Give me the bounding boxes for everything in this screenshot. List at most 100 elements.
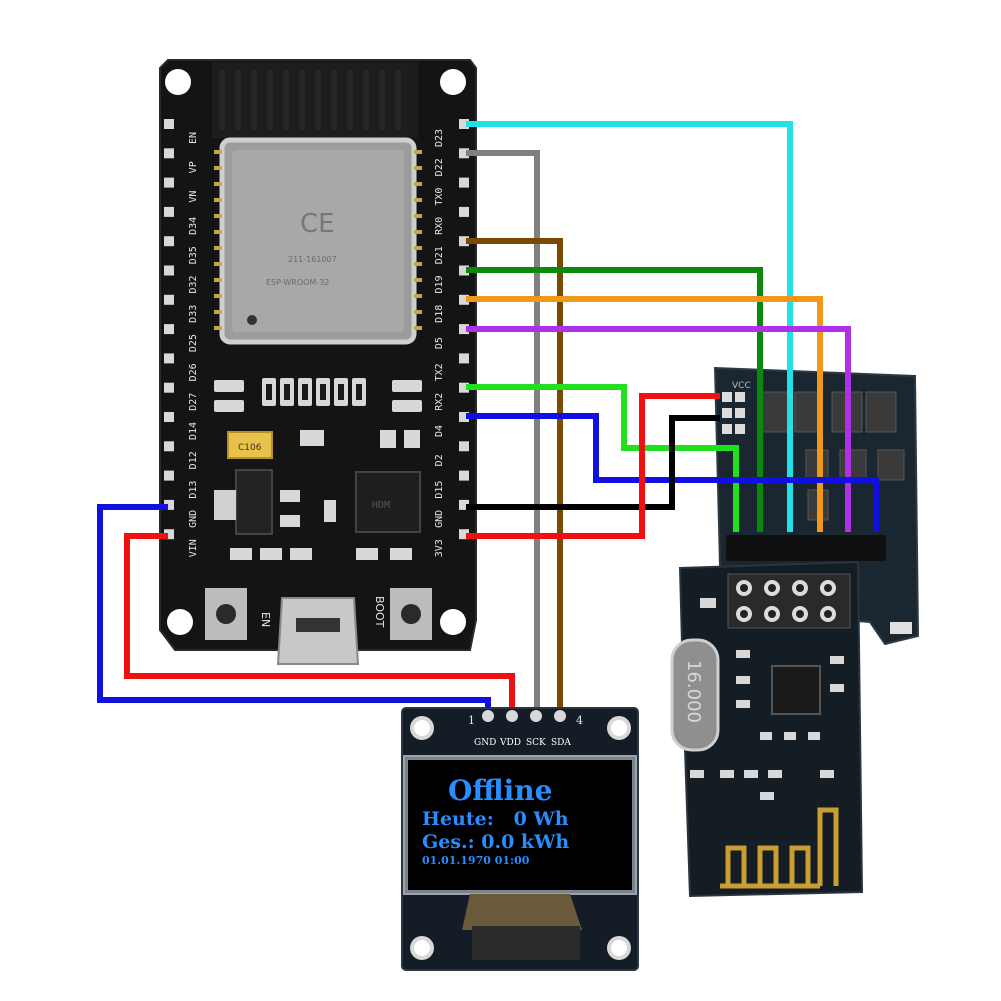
pin-pad xyxy=(164,206,174,217)
pin-pad xyxy=(459,470,469,481)
oled-pin-gnd: GND xyxy=(474,738,496,748)
esp32-right-pin-label: 3V3 xyxy=(434,539,445,557)
esp32-left-pin-label: D12 xyxy=(188,451,199,469)
pin-pad xyxy=(164,353,174,364)
pin-pad xyxy=(459,294,469,305)
esp32-left-pin-label: EN xyxy=(188,132,199,144)
capacitor-label: C106 xyxy=(238,443,262,453)
oled-pin-number-1: 1 xyxy=(468,714,475,727)
wire-3v3-red xyxy=(466,393,720,539)
pin-pad xyxy=(459,499,469,510)
pin-pad xyxy=(459,353,469,364)
esp32-left-pin-label: D13 xyxy=(188,481,199,499)
wire-gnd-black xyxy=(466,415,720,510)
esp32-left-pin-label: VP xyxy=(188,161,199,173)
mount-hole xyxy=(440,69,466,95)
esp32-left-pin-label: D25 xyxy=(188,334,199,352)
pin-pad xyxy=(164,382,174,393)
esp32-right-pin-label: D22 xyxy=(434,158,445,176)
wire-d22-gray xyxy=(466,150,540,716)
esp32-right-pin-label: D23 xyxy=(434,129,445,147)
pin-pad xyxy=(459,206,469,217)
en-button-label: EN xyxy=(259,612,272,627)
mount-hole xyxy=(165,69,191,95)
oled-pin-vdd: VDD xyxy=(499,738,521,748)
pin-pad xyxy=(459,382,469,393)
esp32-left-pin-label: D33 xyxy=(188,305,199,323)
pin-pad xyxy=(164,177,174,188)
wire-d19-green xyxy=(466,267,763,532)
esp32-left-pin-label: GND xyxy=(188,510,199,528)
wire-d18-orange xyxy=(466,296,823,532)
wire-gnd-oled-blue xyxy=(97,504,491,716)
module-text-2: ESP-WROOM-32 xyxy=(266,278,329,287)
pin-pad xyxy=(164,294,174,305)
svg-text:HDM: HDM xyxy=(372,500,390,511)
oled-pin-sda: SDA xyxy=(551,738,571,748)
mount-hole xyxy=(440,609,466,635)
oled-screen xyxy=(408,760,632,890)
pin-pad xyxy=(164,148,174,159)
oled-line-1: Offline xyxy=(448,774,552,807)
pin-pad xyxy=(164,236,174,247)
crystal-oscillator xyxy=(670,638,720,752)
esp32-left-pin-label: D14 xyxy=(188,422,199,440)
pin-pad xyxy=(459,441,469,452)
esp32-left-pin-label: VN xyxy=(188,191,199,203)
esp32-right-pin-label: D19 xyxy=(434,275,445,293)
crystal-label: 16.000 xyxy=(683,660,704,723)
pin-pad xyxy=(164,470,174,481)
wire-rx2-lgreen xyxy=(466,384,739,532)
pin-pad xyxy=(164,412,174,422)
esp32-right-pin-label: D21 xyxy=(434,246,445,264)
pin-pad xyxy=(459,412,469,422)
esp32-right-pin-label: D15 xyxy=(434,481,445,499)
pin-pad xyxy=(459,529,469,540)
esp32-right-pin-label: D2 xyxy=(434,454,445,466)
oled-line-3: Ges.: 0.0 kWh xyxy=(422,831,569,853)
esp32-right-pin-label: TX0 xyxy=(434,188,445,206)
esp32-right-pin-label: TX2 xyxy=(434,363,445,381)
pin-pad xyxy=(164,119,174,129)
pin-pad xyxy=(164,529,174,540)
wire-d21-brown xyxy=(466,238,563,716)
pin-pad xyxy=(459,119,469,129)
wire-d23-cyan xyxy=(466,121,793,532)
esp32-left-pin-label: D26 xyxy=(188,363,199,381)
esp32-board: CE 211-161007 ESP-WROOM-32 xyxy=(159,59,477,665)
pin-pad xyxy=(459,148,469,159)
esp32-left-pin-label: D34 xyxy=(188,217,199,235)
mount-hole xyxy=(167,609,193,635)
usb-uart-chip xyxy=(355,471,421,533)
pin-pad xyxy=(164,265,174,276)
esp32-right-pin-label: RX2 xyxy=(434,393,445,411)
pin-pad xyxy=(164,441,174,452)
wires xyxy=(97,121,879,716)
esp32-left-pin-label: VIN xyxy=(188,539,199,557)
esp32-right-pin-label: D18 xyxy=(434,305,445,323)
esp32-left-pin-label: D27 xyxy=(188,393,199,411)
esp32-left-pin-label: D32 xyxy=(188,275,199,293)
esp32-right-pin-label: RX0 xyxy=(434,217,445,235)
pin-pad xyxy=(164,324,174,335)
oled-pin-sck: SCK xyxy=(526,738,546,748)
esp32-right-pin-label: GND xyxy=(434,510,445,528)
voltage-regulator xyxy=(235,469,273,535)
esp32-right-pin-label: D5 xyxy=(434,337,445,349)
pin-pad xyxy=(164,499,174,510)
pin-pad xyxy=(459,177,469,188)
wire-vin-oled-red xyxy=(124,533,515,716)
esp32-left-pin-label: D35 xyxy=(188,246,199,264)
capacitor xyxy=(227,431,273,459)
boot-button-label: BOOT xyxy=(373,596,386,628)
module-text-1: 211-161007 xyxy=(288,255,337,264)
ce-mark: CE xyxy=(300,209,335,239)
wire-d5-purple xyxy=(466,326,851,532)
pin-pad xyxy=(459,265,469,276)
nrf24l01-module: 16.000 xyxy=(670,560,864,898)
vcc-label: VCC xyxy=(732,381,751,391)
esp32-right-pin-label: D4 xyxy=(434,425,445,437)
